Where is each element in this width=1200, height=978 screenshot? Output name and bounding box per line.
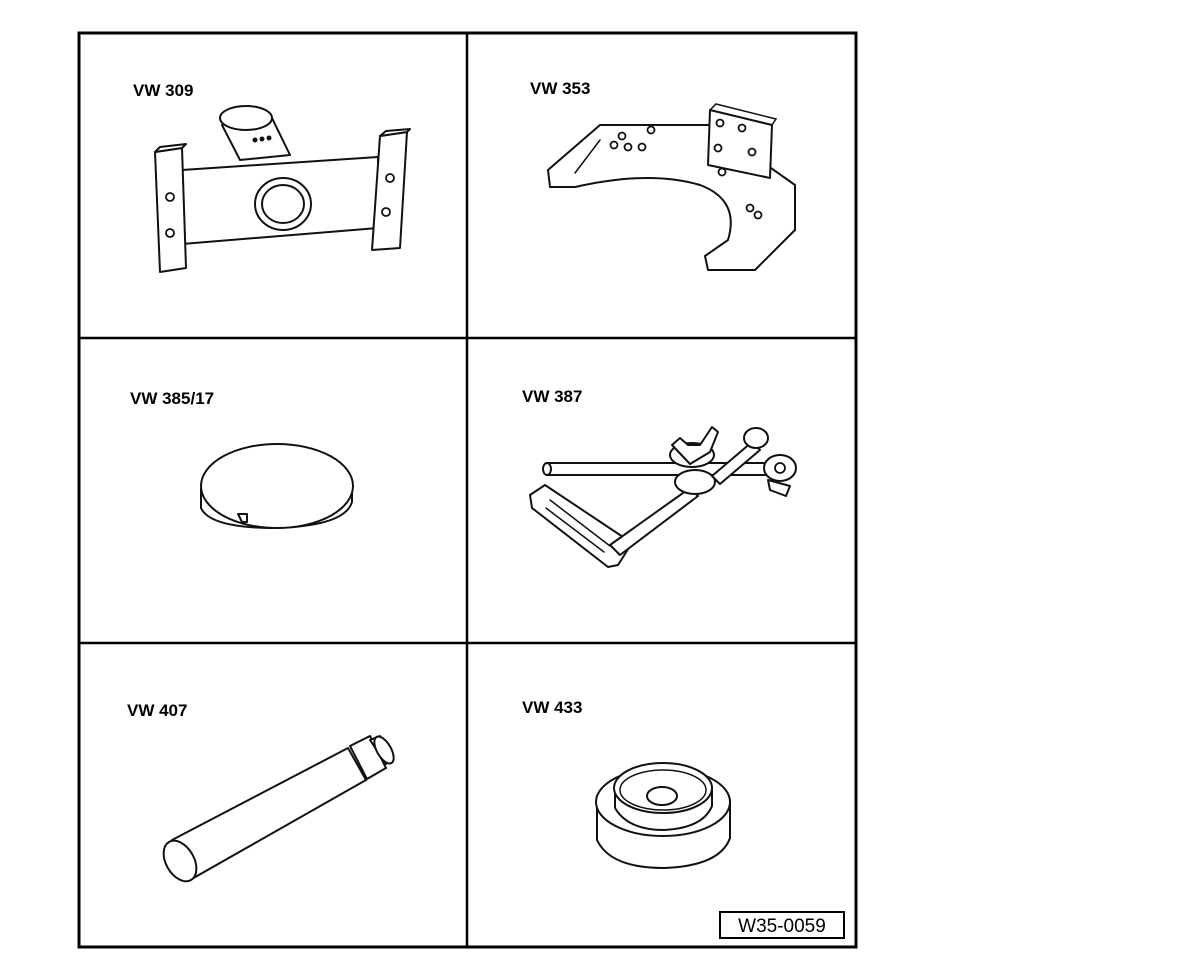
tool-label: VW 353: [530, 79, 590, 98]
tool-label: VW 407: [127, 701, 187, 720]
drift-rod-icon: [162, 735, 395, 883]
stepped-thrust-piece-icon: [595, 762, 731, 869]
tool-cell-vw-309: VW 309: [133, 81, 411, 273]
tool-cell-vw-353: VW 353: [530, 79, 796, 271]
tool-label: VW 385/17: [130, 389, 214, 408]
tool-label: VW 433: [522, 698, 582, 717]
bridge-bracket-icon: [154, 105, 411, 273]
reference-code-box: W35-0059: [719, 911, 845, 939]
tool-label: VW 387: [522, 387, 582, 406]
tool-cell-vw-407: VW 407: [127, 701, 395, 883]
tool-cell-vw-385-17: VW 385/17: [130, 389, 354, 529]
tool-cell-vw-433: VW 433: [522, 698, 731, 869]
tool-cell-vw-387: VW 387: [522, 387, 797, 568]
reference-code: W35-0059: [738, 916, 826, 937]
tool-label: VW 309: [133, 81, 193, 100]
disc-gauge-icon: [200, 443, 354, 529]
curved-plate-bracket-icon: [547, 103, 796, 271]
dial-gauge-holder-icon: [529, 426, 797, 568]
